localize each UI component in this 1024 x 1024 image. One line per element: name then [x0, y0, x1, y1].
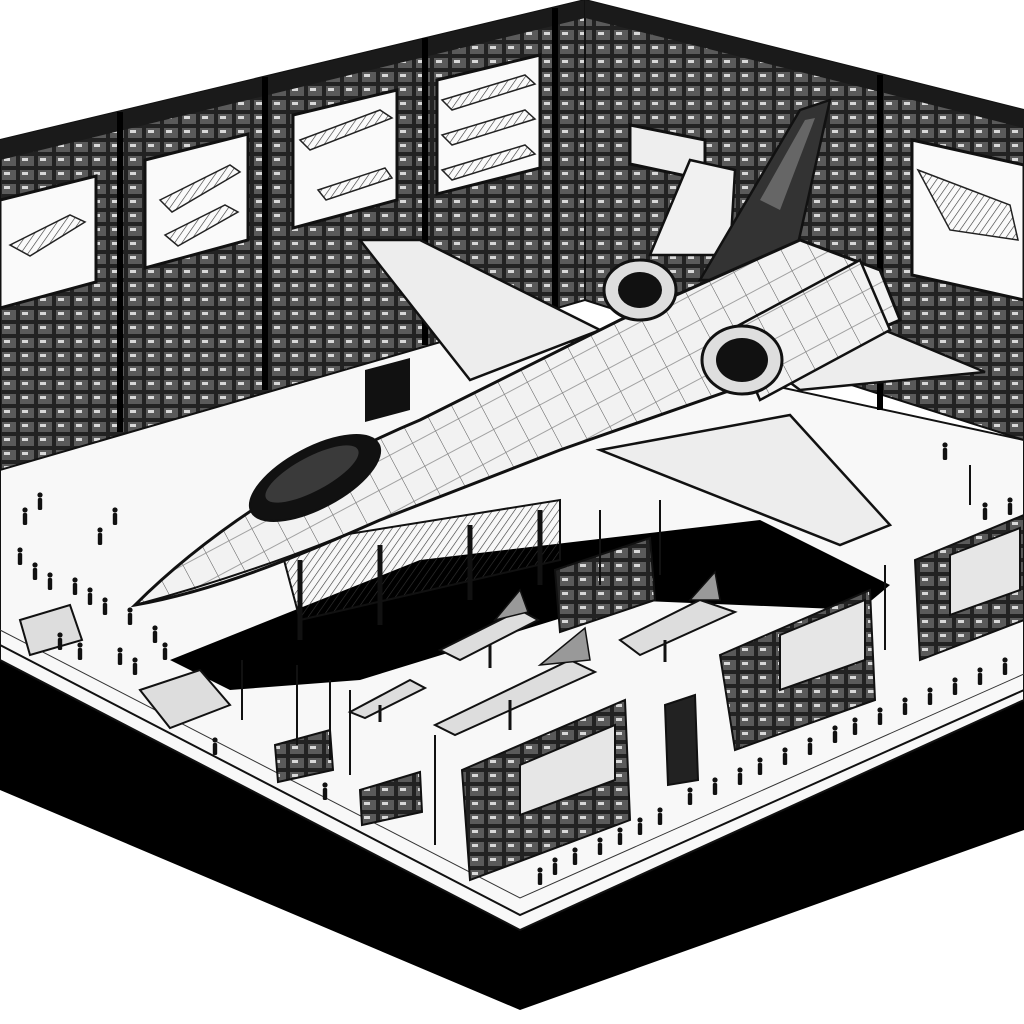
- visitor-figure: [637, 817, 643, 835]
- visitor-figure: [877, 707, 883, 725]
- visitor-figure: [77, 642, 83, 660]
- visitor-figure: [87, 587, 93, 605]
- jet-engine-right: [700, 258, 892, 402]
- floor-base-slab: [0, 660, 1024, 1010]
- info-kiosk-1: [663, 693, 700, 787]
- visitor-figure: [322, 782, 328, 800]
- visitor-figure: [57, 632, 63, 650]
- visitor-figure: [712, 777, 718, 795]
- visitor-figure: [117, 647, 123, 665]
- info-kiosk-3: [358, 770, 424, 827]
- visitor-figure: [952, 677, 958, 695]
- visitor-figure: [537, 867, 543, 885]
- visitor-figure: [927, 687, 933, 705]
- visitor-figure: [127, 607, 133, 625]
- visitor-figure: [72, 577, 78, 595]
- visitor-figure: [982, 502, 988, 520]
- display-case-left: [18, 603, 232, 730]
- visitor-figure: [1002, 657, 1008, 675]
- visitor-figure: [152, 625, 158, 643]
- display-stand-front: [460, 698, 632, 882]
- model-jet-1: [437, 588, 541, 668]
- light-poles: [241, 465, 971, 845]
- visitor-figure: [97, 527, 103, 545]
- jet-right-wing: [595, 413, 893, 547]
- crowd-visitors: [17, 442, 1013, 885]
- visitor-figure: [132, 657, 138, 675]
- visitor-figure: [22, 507, 28, 525]
- visitor-figure: [687, 787, 693, 805]
- jet-support-stand: [278, 498, 561, 640]
- visitor-figure: [572, 847, 578, 865]
- visitor-figure: [617, 827, 623, 845]
- visitor-figure: [852, 717, 858, 735]
- visitor-figure: [32, 562, 38, 580]
- visitor-figure: [212, 737, 218, 755]
- visitor-figure: [552, 857, 558, 875]
- wall-screen-6: [910, 138, 1024, 302]
- visitor-figure: [942, 442, 948, 460]
- visitor-figure: [657, 807, 663, 825]
- model-jet-4: [432, 626, 598, 737]
- display-plinth-dark: [365, 358, 410, 422]
- wall-screen-2: [143, 132, 250, 270]
- visitor-figure: [782, 747, 788, 765]
- display-stand-center: [553, 536, 657, 634]
- model-jet-3: [347, 678, 428, 722]
- visitor-figure: [37, 492, 43, 510]
- visitor-figure: [597, 837, 603, 855]
- visitor-figure: [17, 547, 23, 565]
- visitor-figure: [757, 757, 763, 775]
- jet-cockpit-canopy: [248, 434, 382, 522]
- jet-engine-left: [602, 258, 678, 322]
- jet-shadow: [170, 520, 890, 690]
- jet-fuselage: [130, 238, 902, 608]
- visitor-figure: [112, 507, 118, 525]
- visitor-figure: [737, 767, 743, 785]
- info-kiosk-2: [273, 728, 335, 784]
- display-stand-right: [718, 588, 877, 752]
- wall-screen-3: [291, 88, 399, 230]
- wall-screen-1: [0, 174, 98, 310]
- visitor-figure: [1007, 497, 1013, 515]
- visitor-figure: [807, 737, 813, 755]
- jet-tail-fin-left: [648, 158, 737, 257]
- visitor-figure: [902, 697, 908, 715]
- visitor-figure: [162, 642, 168, 660]
- visitor-figure: [47, 572, 53, 590]
- visitor-figure: [832, 725, 838, 743]
- visitor-figure: [102, 597, 108, 615]
- visitor-figure: [977, 667, 983, 685]
- wall-screen-4: [435, 53, 542, 196]
- display-stand-far-right: [913, 513, 1024, 662]
- model-jet-2: [618, 570, 738, 662]
